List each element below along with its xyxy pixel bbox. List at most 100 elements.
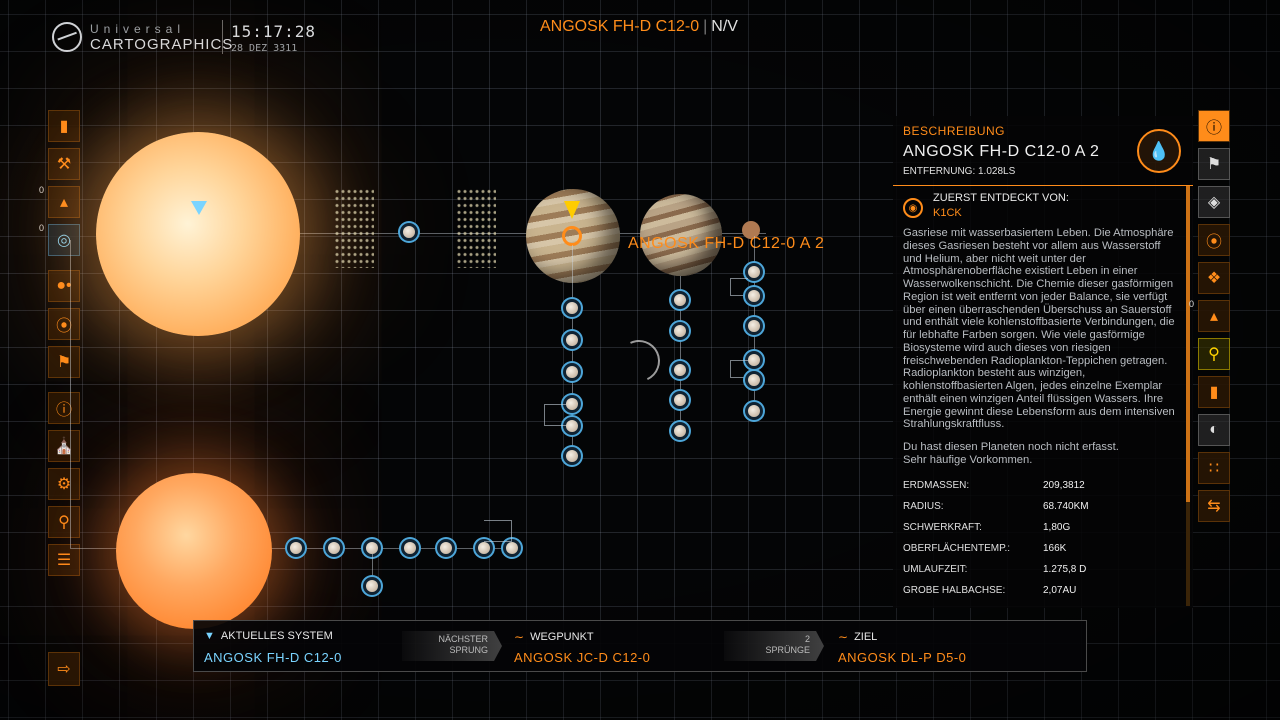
planet[interactable]: [403, 226, 415, 238]
moon[interactable]: [748, 405, 760, 417]
jumps-count: 2: [804, 634, 810, 644]
first-discovered-label: ZUERST ENTDECKT VON:: [933, 192, 1069, 204]
asteroid-belt-1[interactable]: [334, 188, 374, 268]
nodes-icon[interactable]: ∷: [1198, 452, 1230, 484]
moon[interactable]: [748, 320, 760, 332]
moon[interactable]: [674, 364, 686, 376]
moon[interactable]: [748, 374, 760, 386]
moon[interactable]: [566, 398, 578, 410]
moon[interactable]: [674, 425, 686, 437]
ring-icon[interactable]: ◐: [1198, 414, 1230, 446]
moon[interactable]: [674, 394, 686, 406]
moon-orbit-line: [680, 276, 681, 436]
selected-body-marker: [564, 201, 580, 219]
target-icon: ∼: [838, 630, 849, 644]
current-system-segment: ▼AKTUELLES SYSTEM ANGOSK FH-D C12-0: [204, 621, 404, 671]
target-segment: ∼ ZIEL ANGOSK DL-P D5-0: [838, 621, 1068, 671]
moon[interactable]: [674, 294, 686, 306]
building-icon[interactable]: ⛪: [48, 430, 80, 462]
moon[interactable]: [566, 366, 578, 378]
moon[interactable]: [566, 420, 578, 432]
landable-icon[interactable]: 0▴: [1189, 299, 1230, 332]
gas-giant[interactable]: [640, 194, 722, 276]
moon[interactable]: [674, 325, 686, 337]
planet[interactable]: [366, 542, 378, 554]
stat-row: SCHWERKRAFT:1,80G: [903, 517, 1183, 538]
waypoint-value[interactable]: ANGOSK JC-D C12-0: [514, 650, 651, 665]
primary-star[interactable]: [96, 132, 300, 336]
map-icon[interactable]: ◈: [1198, 186, 1230, 218]
moon[interactable]: [748, 290, 760, 302]
jumps-label: SPRÜNGE: [765, 645, 810, 656]
flag-icon[interactable]: ⚑: [1198, 148, 1230, 180]
stat-value: 1.275,8 D: [1043, 563, 1087, 575]
swap-icon[interactable]: ⇆: [1198, 490, 1230, 522]
signal-icon[interactable]: ⦿: [1198, 224, 1230, 256]
moon[interactable]: [748, 266, 760, 278]
stat-key: RADIUS:: [903, 500, 944, 512]
system-status: N/V: [711, 18, 738, 35]
moon[interactable]: [748, 354, 760, 366]
planet[interactable]: [440, 542, 452, 554]
info-icon[interactable]: ⓘ: [48, 392, 80, 424]
gear-icon[interactable]: ⚙: [48, 468, 80, 500]
target-icon[interactable]: ⦿: [48, 308, 80, 340]
location-icon[interactable]: ⚲: [48, 506, 80, 538]
panel-scrollbar-thumb[interactable]: [1186, 186, 1190, 502]
bookmark-add-icon[interactable]: ▮: [1198, 376, 1230, 408]
next-jump-line-1: NÄCHSTER: [438, 634, 488, 644]
target-label-row: ∼ ZIEL: [838, 630, 877, 644]
system-name: ANGOSK FH-D C12-0: [540, 18, 700, 35]
exit-icon[interactable]: ⇨: [48, 652, 80, 686]
planet[interactable]: [478, 542, 490, 554]
list-icon[interactable]: ☰: [48, 544, 80, 576]
first-discovered-name: K1CK: [933, 207, 962, 219]
info-toggle-icon[interactable]: ⓘ: [1198, 110, 1230, 142]
target-value[interactable]: ANGOSK DL-P D5-0: [838, 650, 967, 665]
current-system-label: AKTUELLES SYSTEM: [220, 630, 333, 642]
body-name: ANGOSK FH-D C12-0 A 2: [903, 143, 1100, 160]
stat-row: UMLAUFZEIT:1.275,8 D: [903, 559, 1183, 580]
waypoint-segment: ∼WEGPUNKT ANGOSK JC-D C12-0: [514, 621, 714, 671]
scan-notice-line-2: Sehr häufige Vorkommen.: [903, 454, 1033, 467]
title-separator: |: [703, 18, 708, 35]
landable-icon[interactable]: 0▴: [39, 185, 80, 218]
secondary-star[interactable]: [116, 473, 272, 629]
stat-key: SCHWERKRAFT:: [903, 521, 982, 533]
water-drop-icon: 💧: [1137, 129, 1181, 173]
stat-key: OBERFLÄCHENTEMP.:: [903, 542, 1011, 554]
moon[interactable]: [566, 334, 578, 346]
globe-icon[interactable]: 0◎: [39, 223, 80, 256]
stat-value: 2,07AU: [1043, 584, 1077, 596]
asteroid-belt-2[interactable]: [456, 188, 496, 268]
pin-icon[interactable]: ⚲: [1198, 338, 1230, 370]
clock-divider: [222, 20, 223, 54]
jumps-arrow: 2 SPRÜNGE: [724, 631, 824, 661]
moon[interactable]: [366, 580, 378, 592]
first-discovered: ◉ ZUERST ENTDECKT VON: K1CK: [893, 186, 1193, 225]
body-description: Gasriese mit wasserbasiertem Leben. Die …: [903, 227, 1175, 431]
planet[interactable]: [506, 542, 518, 554]
current-system-value[interactable]: ANGOSK FH-D C12-0: [204, 650, 342, 665]
moon[interactable]: [566, 450, 578, 462]
current-location-marker: [191, 201, 207, 215]
panel-header: BESCHREIBUNG ANGOSK FH-D C12-0 A 2 ENTFE…: [893, 116, 1193, 186]
planet[interactable]: [742, 221, 760, 239]
dna-icon[interactable]: ❖: [1198, 262, 1230, 294]
flag-icon[interactable]: ⚑: [48, 346, 80, 378]
bookmark-icon[interactable]: ▮: [48, 110, 80, 142]
route-icon[interactable]: ●•: [48, 270, 80, 302]
hammer-icon[interactable]: ⚒: [48, 148, 80, 180]
moon-orbit-line: [572, 245, 573, 457]
target-label: ZIEL: [854, 631, 878, 643]
clock: 15:17:28 28 DEZ 3311: [231, 22, 316, 54]
stat-row: ERDMASSEN:209,3812: [903, 475, 1183, 496]
planet[interactable]: [290, 542, 302, 554]
body-info-panel: BESCHREIBUNG ANGOSK FH-D C12-0 A 2 ENTFE…: [893, 116, 1193, 608]
planet[interactable]: [328, 542, 340, 554]
scan-notice-line-1: Du hast diesen Planeten noch nicht erfas…: [903, 441, 1119, 454]
moon[interactable]: [566, 302, 578, 314]
next-jump-line-2: SPRUNG: [449, 645, 488, 656]
planet[interactable]: [404, 542, 416, 554]
